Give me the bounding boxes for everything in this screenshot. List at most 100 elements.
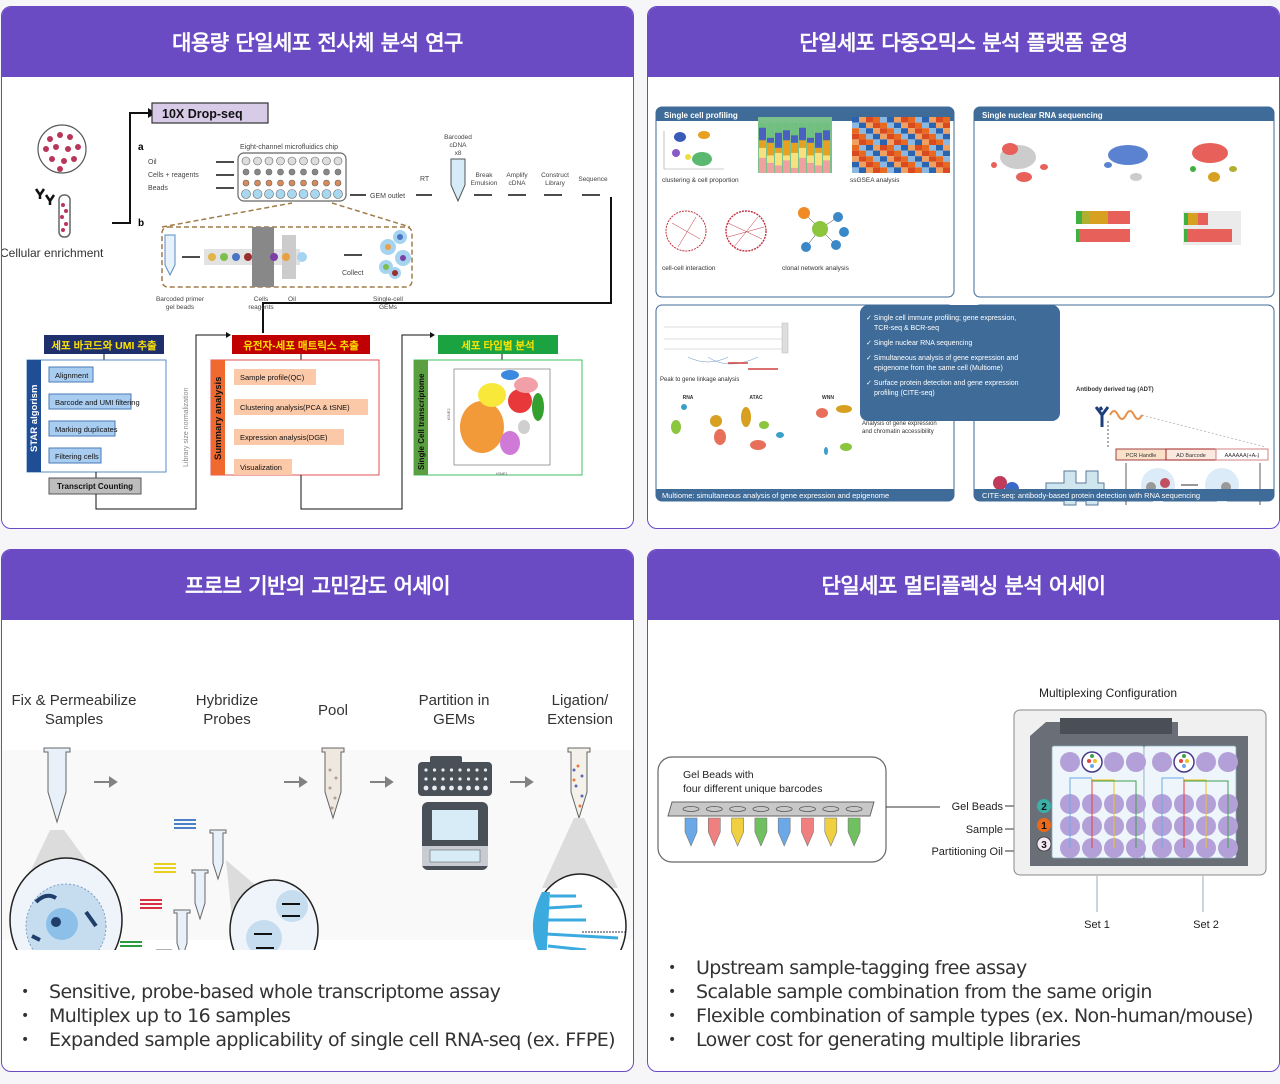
stack-bar-segment (791, 142, 798, 153)
card-title: 대용량 단일세포 전사체 분석 연구 (2, 7, 633, 77)
heatmap-cell (915, 167, 922, 173)
gel-beads-title: Gel Beads with (683, 769, 754, 781)
caption-clonal: clonal network analysis (782, 265, 850, 272)
flow-connector-2 (95, 334, 226, 510)
heatmap-cell (859, 122, 866, 129)
heatmap-cell (901, 150, 908, 157)
box2-item: Visualization (240, 463, 282, 472)
heatmap-cell (887, 145, 894, 151)
stack-bar-segment (791, 135, 798, 143)
rt-label: RT (420, 176, 430, 183)
chip-well (323, 168, 330, 176)
cite-seq-footer: CITE-seq: antibody-based protein detecti… (982, 491, 1200, 500)
interaction-network (665, 210, 767, 252)
heatmap-cell (936, 156, 943, 162)
stack-bar-segment (759, 140, 766, 148)
stack-bar-segment (815, 122, 822, 133)
chip-well (241, 189, 251, 199)
heatmap-cell (929, 161, 936, 168)
box2-item-bg (234, 459, 292, 475)
box2-item-bg (234, 369, 316, 385)
heatmap-cell (943, 167, 950, 173)
sample-tube-icon (43, 747, 71, 824)
stack-bar-segment (799, 147, 806, 158)
heatmap-cell (936, 122, 943, 129)
box1-item-bg (48, 393, 132, 410)
antibody-icon (1094, 406, 1110, 427)
caption-interaction: cell-cell interaction (662, 265, 716, 272)
gel-bead-tube (847, 817, 861, 847)
transcript-counting-label: Transcript Counting (57, 482, 133, 491)
multiplexing-feature-list: Upstream sample-tagging free assay Scala… (664, 956, 1254, 1052)
umap-red (991, 143, 1048, 182)
stack-bar-segment (783, 140, 790, 156)
barcoded-cdna-label-2: cDNA (450, 142, 468, 149)
box1-item: Barcode and UMI filtering (55, 398, 140, 407)
flow-connector-3 (300, 334, 430, 510)
input-beads: Beads (148, 185, 168, 192)
heatmap-cell (880, 156, 887, 162)
caption-analysis-2: and chromatin accessibility (862, 429, 934, 435)
peak-linkage-plot (664, 322, 789, 370)
label-a: a (138, 142, 144, 153)
dropseq-svg: Cellular enrichment a b 10X Drop-seq Eig… (2, 102, 612, 510)
heatmap-cell (943, 133, 950, 140)
chip-well (253, 156, 262, 166)
chip-well (432, 768, 437, 772)
stack-bar-segment (815, 165, 822, 173)
probe-cells-magnified (229, 879, 319, 950)
heatmap-cell (873, 150, 880, 157)
chip-well (1126, 752, 1146, 772)
workflow-step-label: Fix & Permeabilize (11, 692, 136, 709)
panel-title: Single cell profiling (664, 111, 738, 120)
heatmap-cell (873, 161, 880, 168)
caption-peak-linkage: Peak to gene linkage analysis (660, 377, 739, 383)
heatmap-cell (901, 133, 908, 140)
heatmap-cell (908, 161, 915, 168)
box2-item-bg (234, 429, 344, 445)
primer-label-2: gel beads (166, 304, 195, 311)
chip-well (432, 785, 437, 791)
chip-well (440, 785, 446, 791)
chip-well (242, 168, 250, 176)
heatmap-cell (901, 117, 908, 123)
heatmap-cell (915, 145, 922, 151)
heatmap-cell (922, 139, 929, 145)
heatmap-cell (943, 128, 950, 134)
heatmap-cell (852, 161, 859, 168)
chip-well (334, 168, 342, 176)
heatmap-cell (873, 128, 880, 134)
clonal-network (798, 207, 849, 252)
card-title: 단일세포 멀티플렉싱 분석 어세이 (648, 550, 1279, 620)
badge-gel-beads: 2 (1041, 802, 1047, 813)
heatmap-cell (922, 133, 929, 140)
chip-well (264, 156, 274, 166)
flow-connector (262, 197, 612, 333)
step-amplify-2: cDNA (509, 180, 527, 187)
heatmap-cell (866, 117, 873, 123)
heatmap-cell (887, 156, 894, 162)
chip-well (474, 785, 480, 791)
heatmap-cell (880, 161, 887, 168)
workflow-step-label: Partition in (419, 692, 490, 709)
stack-bar-segment (775, 132, 782, 148)
chip-well (254, 168, 261, 176)
stack-bar-segment (807, 137, 814, 143)
set-2-label: Set 2 (1193, 919, 1219, 931)
heatmap-cell (866, 156, 873, 162)
box1-title-bg (44, 335, 164, 354)
stack-bar-segment (823, 140, 830, 156)
chip-well (300, 168, 307, 176)
stack-bar-segment (815, 147, 822, 153)
gel-bead-tube (824, 817, 838, 847)
chip-well (424, 777, 428, 781)
chip-well (254, 179, 261, 187)
box2-item: Expression analysis(DGE) (240, 433, 328, 442)
label-partitioning-oil: Partitioning Oil (931, 846, 1003, 858)
chip-well (483, 777, 488, 781)
heatmap-cell (866, 133, 873, 140)
stack-bar-segment (823, 155, 830, 161)
heatmap-cell (943, 156, 950, 162)
dropseq-label-box (151, 102, 269, 124)
umap-blue (1104, 145, 1148, 181)
